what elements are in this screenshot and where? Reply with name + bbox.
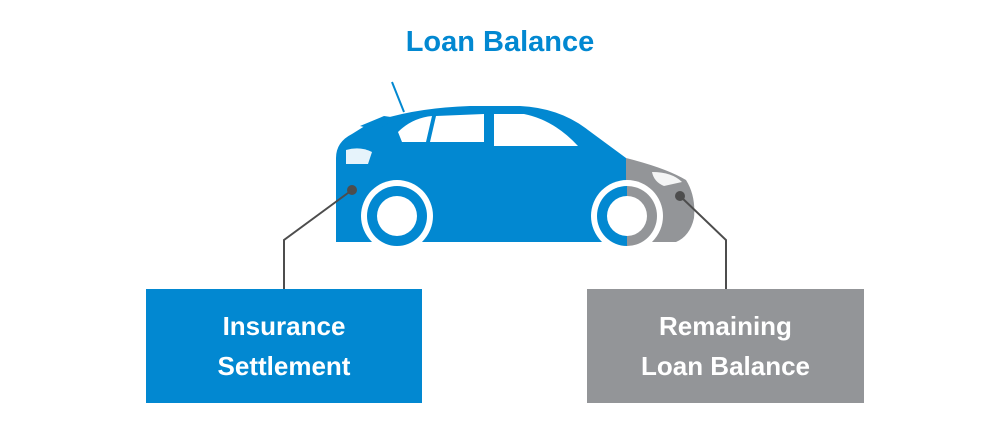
antenna-line [392, 82, 404, 112]
rear-wheel-hub [377, 196, 417, 236]
insurance-settlement-line2: Settlement [218, 346, 351, 386]
front-wheel-hub [607, 196, 647, 236]
insurance-settlement-line1: Insurance [218, 306, 351, 346]
car-middle-window [430, 114, 484, 142]
remaining-loan-balance-box: Remaining Loan Balance [587, 289, 864, 403]
insurance-settlement-box: Insurance Settlement [146, 289, 422, 403]
remaining-loan-balance-line1: Remaining [641, 306, 810, 346]
remaining-loan-balance-line2: Loan Balance [641, 346, 810, 386]
car-tail-light [346, 148, 372, 164]
